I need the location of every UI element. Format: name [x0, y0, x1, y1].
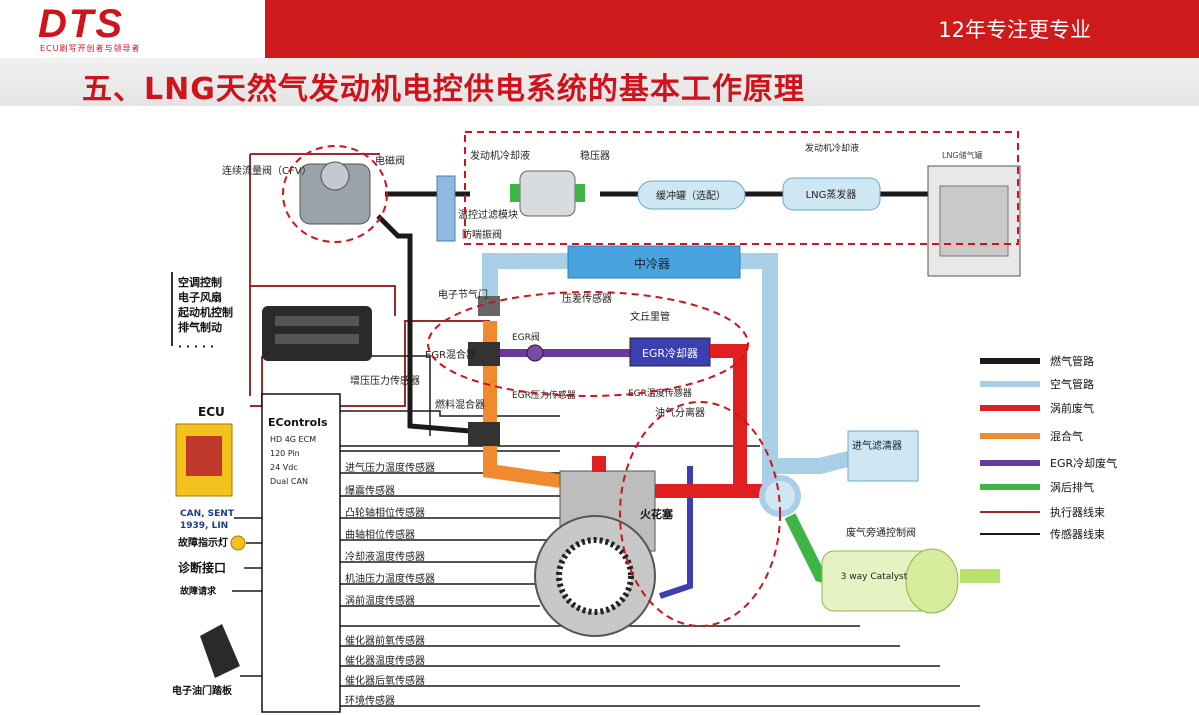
fuel-mixer-label: 燃料混合器 [435, 398, 485, 411]
ecu-harness-connector [262, 306, 372, 361]
egr-mixer [468, 342, 500, 366]
sensor-6: 机油压力温度传感器 [345, 572, 435, 585]
ecu-left-4: 诊断接口 [178, 560, 226, 575]
sensor-8: 催化器前氧传感器 [345, 634, 425, 647]
coolant2-label: 发动机冷却液 [805, 142, 859, 154]
legend-1: 燃气管路 [1050, 354, 1094, 368]
ecu-left-2: 1939, LIN [180, 521, 228, 531]
air-filter [847, 430, 919, 482]
oil-sep-label: 油气分离器 [655, 406, 705, 419]
legend-5: EGR冷却废气 [1050, 456, 1117, 470]
tank-label: LNG储气罐 [942, 150, 983, 160]
lng-vaporizer [782, 177, 881, 211]
legend-4: 混合气 [1050, 429, 1083, 443]
ecu-name: EControls [268, 416, 328, 429]
intercooler-label: 中冷器 [634, 256, 670, 271]
egr-pressure-label: EGR压力传感器 [512, 389, 576, 401]
sensor-3: 凸轮轴相位传感器 [345, 506, 425, 519]
page-title: 五、LNG天然气发动机电控供电系统的基本工作原理 [82, 72, 805, 107]
logo: DTS [38, 2, 124, 46]
fault-lamp-icon [230, 535, 246, 551]
side-label-3: 起动机控制 [177, 305, 233, 319]
anti-shake-label: 防喘振阀 [462, 228, 502, 241]
regulator [510, 170, 585, 217]
ecu-line-1: HD 4G ECM [270, 435, 316, 444]
catalyst-label: 3 way Catalyst [841, 572, 908, 582]
logo-area: DTS ECU刷写开创者与领导者 [0, 0, 265, 58]
ecu-left-5: 故障请求 [180, 585, 217, 597]
egr-valve [526, 344, 544, 362]
legend-6: 涡后排气 [1050, 480, 1094, 494]
sensor-4: 曲轴相位传感器 [345, 528, 415, 541]
sensor-5: 冷却液温度传感器 [345, 550, 425, 563]
egr-mixer-label: EGR混合器 [425, 348, 476, 361]
system-diagram: 中冷器 进气滤清器 EGR冷却器 3 way Catalyst 废气旁通控制阀 … [171, 131, 1117, 713]
egr-cooler-label: EGR冷却器 [642, 347, 698, 360]
sensor-2: 爆震传感器 [345, 484, 395, 497]
side-label-4: 排气制动 [178, 320, 222, 334]
venturi-label: 文丘里管 [630, 310, 670, 323]
buffer-label: 缓冲罐（选配） [656, 189, 726, 202]
sensor-1: 进气压力温度传感器 [345, 461, 435, 474]
slogan: 12年专注更专业 [938, 18, 1091, 42]
sensor-10: 催化器后氧传感器 [345, 674, 425, 687]
side-label-1: 空调控制 [178, 275, 222, 289]
sensor-9: 催化器温度传感器 [345, 654, 425, 667]
fuel-mixer [468, 422, 500, 446]
logo-subtitle: ECU刷写开创者与领导者 [40, 44, 141, 53]
egr-cooler [629, 337, 711, 367]
throttle-label: 电子节气门 [438, 288, 488, 301]
egr-temp-label: EGR温度传感器 [628, 387, 692, 399]
ecu-left-1: CAN, SENT [180, 509, 235, 519]
solenoid-label: 电磁阀 [375, 154, 405, 167]
ecu-left-3: 故障指示灯 [178, 536, 228, 549]
filter-label: 温控过滤模块 [458, 208, 518, 221]
egr-valve-label: EGR阀 [512, 332, 540, 343]
legend-7: 执行器线束 [1050, 505, 1105, 519]
regulator-label: 稳压器 [580, 149, 610, 162]
temp-filter-module [436, 175, 456, 242]
legend-8: 传感器线束 [1050, 527, 1105, 541]
legend-2: 空气管路 [1050, 377, 1094, 391]
air-filter-label: 进气滤清器 [852, 439, 902, 452]
boost-sensor-label: 增压压力传感器 [350, 374, 420, 387]
side-label-5: · · · · · [178, 340, 214, 353]
legend-3: 涡前废气 [1050, 401, 1094, 415]
buffer-tank [637, 180, 746, 210]
title-bar: 五、LNG天然气发动机电控供电系统的基本工作原理 [0, 58, 1199, 107]
accelerator-pedal [200, 624, 240, 678]
pressure-diff-label: 压差传感器 [562, 292, 612, 305]
header-bar: 12年专注更专业 [265, 0, 1199, 58]
sensor-7: 涡前温度传感器 [345, 594, 415, 607]
econtrols-ecu [261, 393, 341, 713]
spark-plug-label: 火花塞 [640, 507, 674, 521]
cfv-label: 连续流量阀（CFV） [222, 164, 312, 177]
legend: 燃气管路 空气管路 涡前废气 混合气 EGR冷却废气 涡后排气 执行器线束 传感… [980, 354, 1117, 541]
ecu-line-2: 120 Pin [270, 449, 300, 458]
cfv-valve [299, 161, 371, 225]
ecu-title: ECU [198, 405, 225, 419]
pedal-label: 电子油门踏板 [172, 684, 233, 697]
wastegate-label: 废气旁通控制阀 [846, 526, 916, 539]
ecu-line-4: Dual CAN [270, 477, 308, 486]
coolant1-label: 发动机冷却液 [470, 149, 530, 162]
sensor-11: 环境传感器 [345, 694, 395, 707]
intercooler [567, 245, 741, 279]
side-label-2: 电子风扇 [178, 290, 222, 304]
ecu-line-3: 24 Vdc [270, 463, 298, 472]
vaporizer-label: LNG蒸发器 [806, 188, 857, 201]
